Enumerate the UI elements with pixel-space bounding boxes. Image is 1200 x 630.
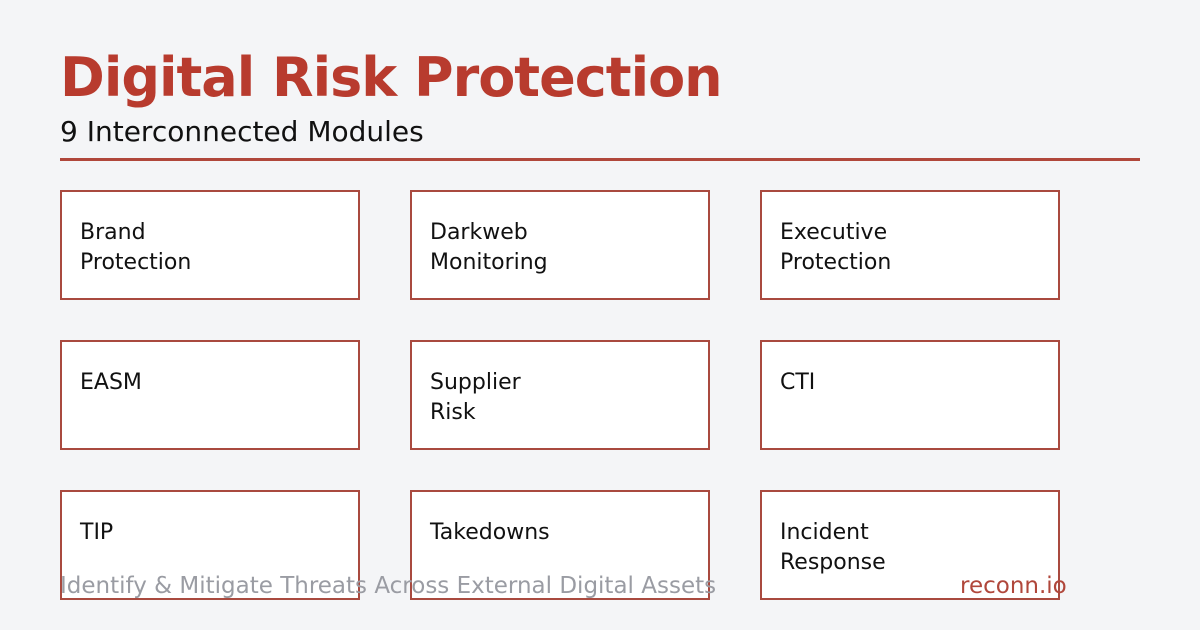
module-label: Executive Protection <box>780 218 1020 278</box>
module-label-line: CTI <box>780 370 816 395</box>
module-label-line: Monitoring <box>430 250 548 275</box>
module-card-brand-protection: Brand Protection <box>60 190 360 300</box>
module-label: Supplier Risk <box>430 368 670 428</box>
module-label: EASM <box>80 368 320 398</box>
module-card-executive-protection: Executive Protection <box>760 190 1060 300</box>
module-card-takedowns: Takedowns <box>410 490 710 600</box>
module-card-easm: EASM <box>60 340 360 450</box>
module-label-line: EASM <box>80 370 142 395</box>
module-label-line: Incident <box>780 520 869 545</box>
module-label: Takedowns <box>430 518 670 548</box>
module-label-line: Brand <box>80 220 146 245</box>
page-subtitle: 9 Interconnected Modules <box>60 115 424 148</box>
page-title: Digital Risk Protection <box>60 46 723 109</box>
module-label-line: Protection <box>80 250 192 275</box>
footer-brand-link[interactable]: reconn.io <box>960 573 1067 599</box>
module-label-line: Executive <box>780 220 888 245</box>
module-label: CTI <box>780 368 1020 398</box>
module-label: Darkweb Monitoring <box>430 218 670 278</box>
module-card-tip: TIP <box>60 490 360 600</box>
module-label: TIP <box>80 518 320 548</box>
module-label-line: Takedowns <box>430 520 550 545</box>
footer-tagline: Identify & Mitigate Threats Across Exter… <box>60 573 717 599</box>
module-card-darkweb-monitoring: Darkweb Monitoring <box>410 190 710 300</box>
header-divider <box>60 158 1140 161</box>
module-label-line: Supplier <box>430 370 521 395</box>
module-label-line: Darkweb <box>430 220 528 245</box>
module-label-line: Risk <box>430 400 476 425</box>
module-label: Incident Response <box>780 518 1020 578</box>
module-label: Brand Protection <box>80 218 320 278</box>
module-card-cti: CTI <box>760 340 1060 450</box>
module-card-incident-response: Incident Response <box>760 490 1060 600</box>
module-label-line: Response <box>780 550 886 575</box>
module-card-supplier-risk: Supplier Risk <box>410 340 710 450</box>
module-label-line: Protection <box>780 250 892 275</box>
module-label-line: TIP <box>80 520 114 545</box>
